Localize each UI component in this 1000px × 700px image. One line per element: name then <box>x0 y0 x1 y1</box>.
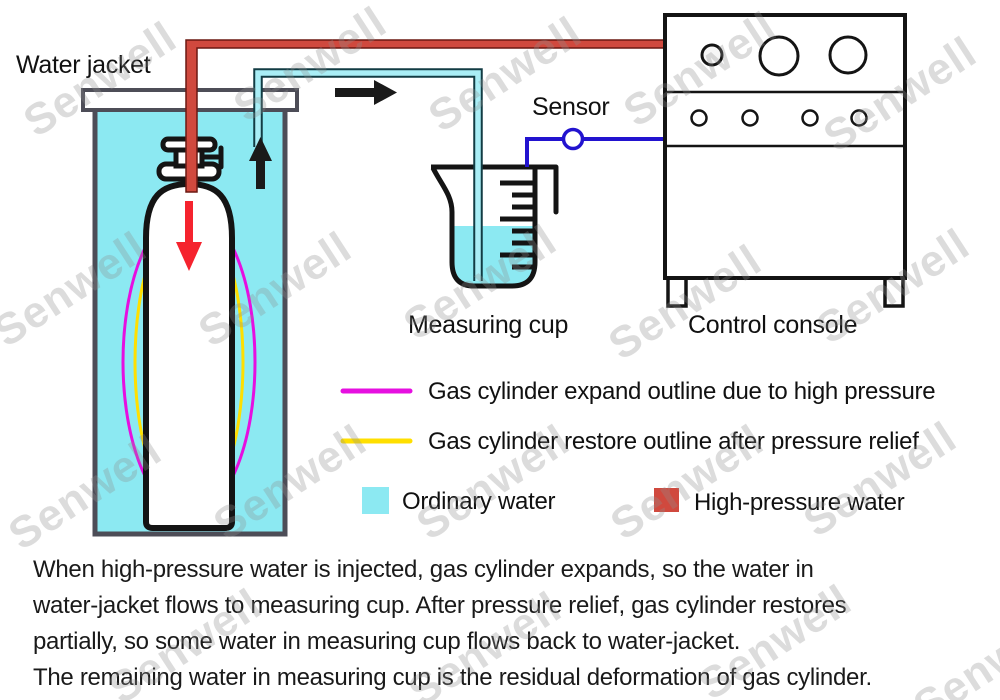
console-leg-right <box>883 275 905 308</box>
console-gauge-left <box>758 35 800 77</box>
legend-ordinary-swatch <box>362 487 389 514</box>
description-line: water-jacket flows to measuring cup. Aft… <box>33 592 847 619</box>
measuring-cup-label: Measuring cup <box>408 311 569 339</box>
description-line: The remaining water in measuring cup is … <box>33 664 872 691</box>
gas-cylinder <box>143 180 235 531</box>
console-gauge-right <box>828 35 868 75</box>
control-console-label: Control console <box>688 311 858 339</box>
cup-graduations <box>500 180 533 270</box>
black-right-arrow-icon <box>335 80 397 105</box>
sensor-wire <box>525 137 665 167</box>
console-knobs[interactable] <box>690 109 868 127</box>
legend-expand-label: Gas cylinder expand outline due to high … <box>428 378 936 405</box>
sensor-label: Sensor <box>532 93 610 121</box>
measuring-cup-body <box>430 166 538 289</box>
water-pipe <box>255 70 481 281</box>
legend-high-pressure-label: High-pressure water <box>694 489 905 516</box>
water-jacket-label: Water jacket <box>16 51 151 79</box>
legend-restore-label: Gas cylinder restore outline after press… <box>428 428 919 455</box>
black-up-arrow-icon <box>249 137 272 189</box>
console-leg-left <box>666 275 688 308</box>
red-down-arrow-icon <box>176 201 202 271</box>
console-indicator <box>700 43 724 67</box>
control-console <box>663 13 907 308</box>
description-line: partially, so some water in measuring cu… <box>33 628 741 655</box>
description-paragraph: When high-pressure water is injected, ga… <box>33 552 872 696</box>
legend-ordinary-label: Ordinary water <box>402 488 556 515</box>
description-line: When high-pressure water is injected, ga… <box>33 556 814 583</box>
legend-high-pressure-swatch <box>654 488 679 512</box>
sensor-node-icon <box>561 127 585 151</box>
